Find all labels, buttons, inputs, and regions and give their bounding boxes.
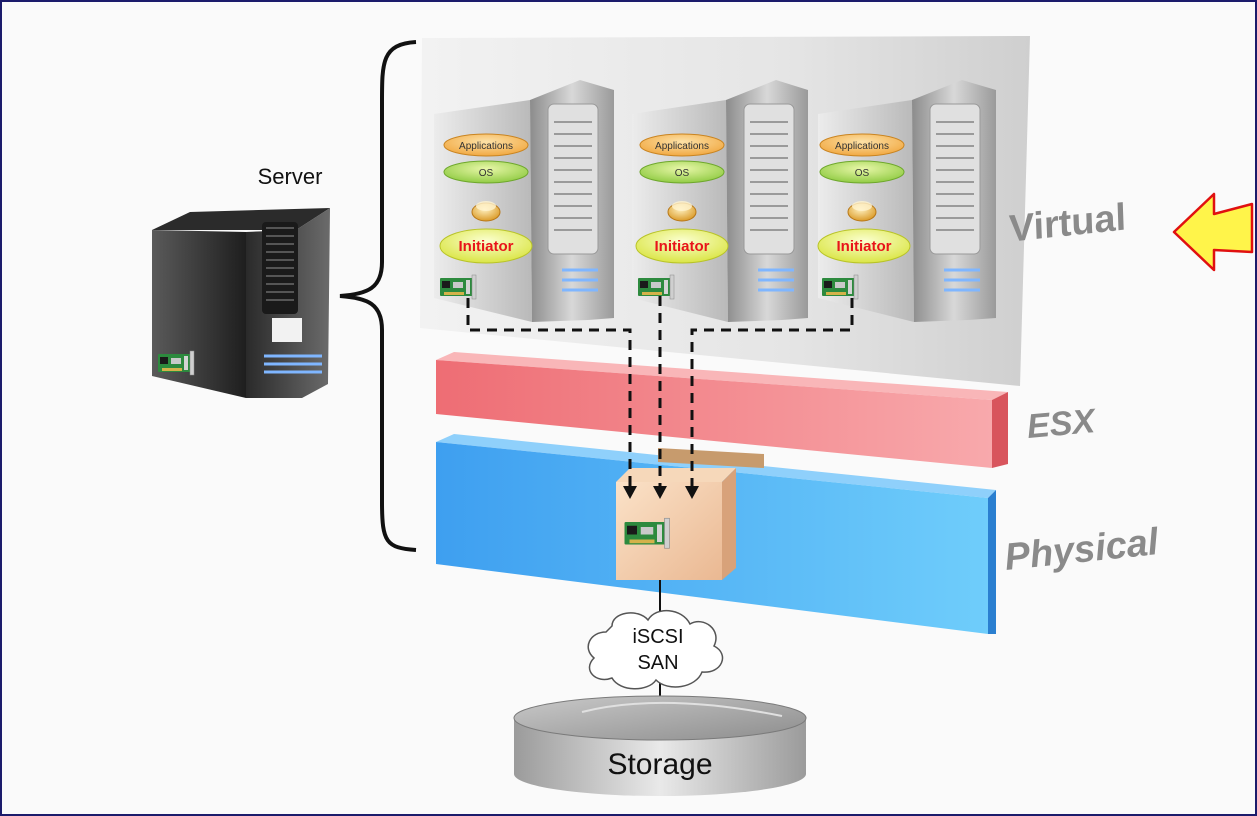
os-pill (819, 160, 905, 184)
physical-nic-card-icon (623, 517, 671, 549)
vm-nic-card-icon (637, 274, 675, 300)
vm-tower-3 (817, 80, 996, 322)
physical-layer-label: Physical (1003, 521, 1162, 579)
initiator-connections (466, 296, 854, 488)
vm-tower-2 (632, 80, 808, 322)
os-pill (443, 160, 529, 184)
applications-pill (819, 133, 905, 157)
initiator-pill (817, 228, 911, 264)
vm2-applications-label: Applications (655, 141, 709, 152)
vm1-os-label: OS (479, 168, 494, 179)
vm2-initiator-label: Initiator (655, 238, 710, 255)
server-label: Server (258, 164, 323, 189)
storage-cylinder (513, 695, 807, 796)
server-brace (339, 40, 417, 552)
server-tower (152, 208, 330, 398)
vm3-initiator-label: Initiator (837, 238, 892, 255)
initiator-pill (439, 228, 533, 264)
vm-nic-card-icon (439, 274, 477, 300)
os-pill (639, 160, 725, 184)
vm2-os-label: OS (675, 168, 690, 179)
applications-pill (443, 133, 529, 157)
physical-nic-box (616, 468, 736, 580)
vm1-initiator-label: Initiator (459, 238, 514, 255)
vm-nic-card-icon (821, 274, 859, 300)
initiator-pill (635, 228, 729, 264)
vm1-applications-label: Applications (459, 141, 513, 152)
server-nic-card-icon (157, 350, 195, 376)
vm3-os-label: OS (855, 168, 870, 179)
connection-arrowheads (623, 486, 699, 499)
esx-layer-band (436, 352, 1008, 468)
san-label-line2: SAN (637, 652, 678, 674)
san-label-line1: iSCSI (632, 626, 683, 648)
iscsi-san-cloud (587, 610, 724, 690)
applications-pill (639, 133, 725, 157)
vm3-applications-label: Applications (835, 141, 889, 152)
esx-layer-label: ESX (1025, 402, 1098, 446)
vm-tower-1 (434, 80, 614, 322)
storage-label: Storage (607, 748, 712, 781)
highlight-arrow-icon (1172, 192, 1254, 272)
virtual-layer-label: Virtual (1008, 196, 1126, 250)
